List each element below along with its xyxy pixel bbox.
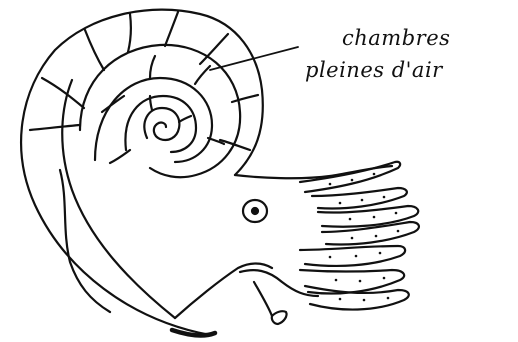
septum <box>42 78 84 108</box>
septum <box>102 96 124 112</box>
siphuncle <box>60 170 110 312</box>
tentacle <box>300 246 405 266</box>
eye-pupil <box>252 208 258 214</box>
septum <box>128 14 131 52</box>
septum <box>30 125 80 130</box>
septum <box>110 150 130 163</box>
tentacle <box>305 286 409 310</box>
septum <box>165 12 178 46</box>
spiral-center <box>144 108 179 140</box>
funnel <box>240 270 318 296</box>
septum <box>200 34 228 64</box>
funnel-inner <box>254 282 272 316</box>
septum <box>232 95 258 102</box>
tentacle <box>312 188 407 209</box>
label-leader-line <box>210 47 298 70</box>
label-line-1: chambres <box>342 26 450 50</box>
hood-top <box>235 166 392 178</box>
septum <box>85 30 104 70</box>
head-lower <box>175 264 272 319</box>
shell-outline <box>21 10 263 335</box>
label-line-2: pleines d'air <box>305 58 444 82</box>
septum <box>150 56 155 78</box>
septum <box>179 116 191 122</box>
tentacle <box>300 270 404 294</box>
whorl-4 <box>125 96 196 152</box>
septum <box>195 66 210 84</box>
funnel-tip <box>272 311 287 324</box>
